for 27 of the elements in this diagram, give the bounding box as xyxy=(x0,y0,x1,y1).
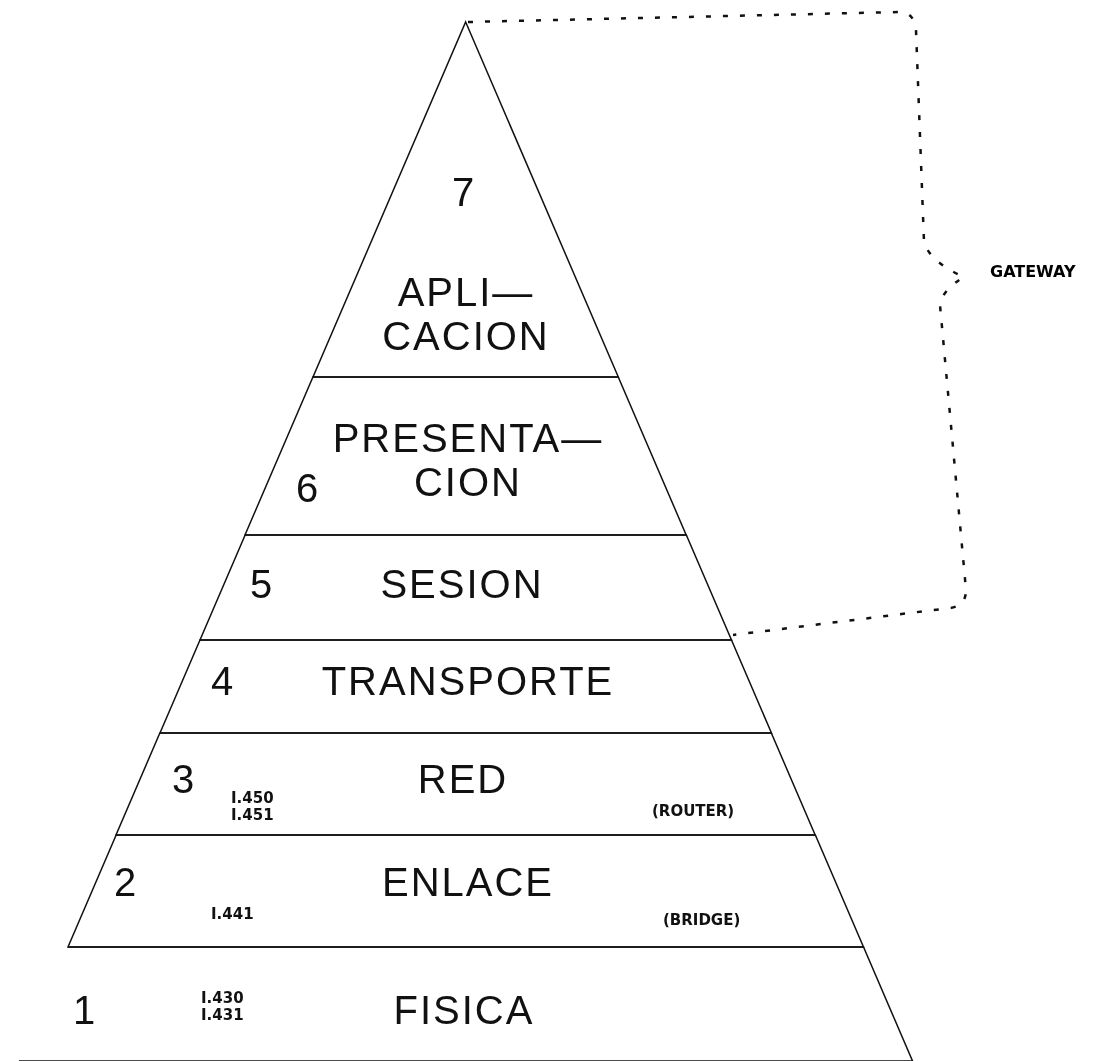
pyramid-layer xyxy=(116,733,816,835)
layer-name: SESION xyxy=(379,562,545,606)
layer-number: 2 xyxy=(114,860,138,904)
layer-name: PRESENTA— CION xyxy=(331,416,605,504)
pyramid-layer xyxy=(160,640,772,733)
pyramid-layer xyxy=(68,835,864,947)
layer-number: 3 xyxy=(172,757,196,801)
bracket-label: GATEWAY xyxy=(990,262,1076,281)
layer-number: 4 xyxy=(211,659,235,703)
annotation: (ROUTER) xyxy=(652,803,736,820)
pyramid-layer xyxy=(245,377,687,535)
annotation: I.430 I.431 xyxy=(201,990,245,1023)
layer-name: FISICA xyxy=(392,988,536,1032)
annotation: (BRIDGE) xyxy=(663,912,742,929)
layer-number: 1 xyxy=(73,988,97,1032)
layer-name: ENLACE xyxy=(380,860,556,904)
layer-name: APLI— CACION xyxy=(381,270,551,358)
annotation: I.450 I.451 xyxy=(231,790,275,823)
layer-name: TRANSPORTE xyxy=(320,659,616,703)
annotation: I.441 xyxy=(211,906,255,923)
layer-number: 7 xyxy=(452,170,476,214)
pyramid-layer xyxy=(313,22,619,377)
layer-number: 5 xyxy=(250,562,274,606)
pyramid-layer xyxy=(19,947,913,1061)
pyramid-layer xyxy=(200,535,732,640)
layer-name: RED xyxy=(416,757,510,801)
layer-number: 6 xyxy=(296,466,320,510)
